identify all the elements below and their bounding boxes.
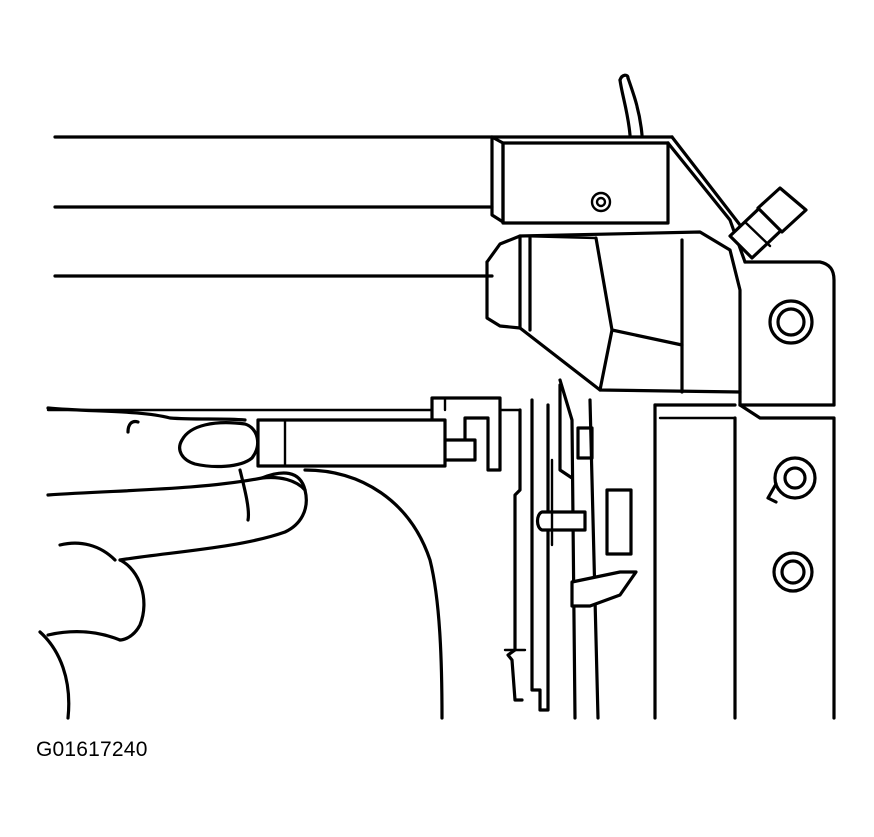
frame-rails: [46, 135, 674, 412]
technical-illustration: [38, 73, 836, 720]
hand: [38, 406, 444, 720]
figure-caption: G01617240: [36, 738, 148, 761]
angled-fitting: [728, 186, 808, 260]
cable: [618, 73, 644, 137]
side-plate: [653, 260, 836, 720]
screwdriver: [256, 396, 502, 472]
linkage-plates: [503, 378, 638, 720]
solenoid-body: [485, 230, 742, 407]
upper-housing: [490, 135, 747, 264]
